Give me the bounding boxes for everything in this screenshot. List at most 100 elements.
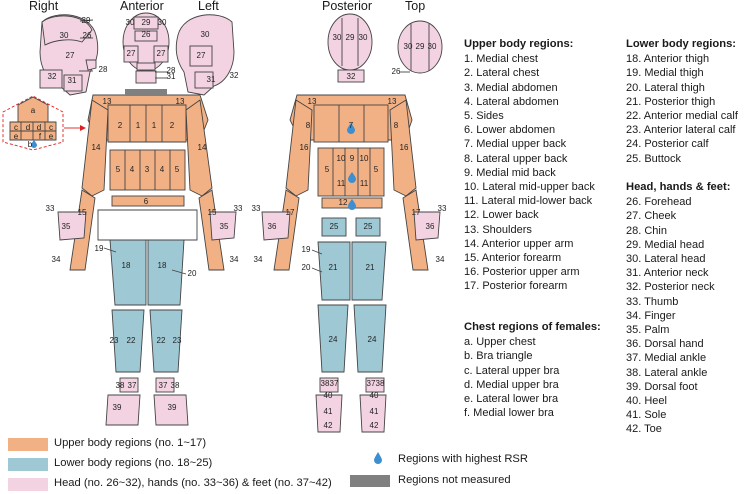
- legend-upper-text: Upper body regions (no. 1~17): [54, 437, 207, 449]
- right-head-view: [39, 14, 99, 96]
- region-number: 17: [412, 208, 421, 217]
- head-list-item: 33. Thumb: [626, 295, 679, 308]
- head-list-item: 40. Heel: [626, 395, 667, 408]
- posterior-torso: [289, 94, 413, 237]
- region-number: 30: [126, 18, 135, 27]
- region-number: 36: [426, 222, 435, 231]
- anterior-head-view: [122, 12, 170, 84]
- lower-list-item: 25. Buttock: [626, 152, 682, 165]
- upper-list-item: 1. Medial chest: [464, 53, 538, 66]
- region-number: 26: [142, 30, 151, 39]
- view-label-anterior: Anterior: [120, 0, 164, 13]
- head-list-item: 32. Posterior neck: [626, 281, 715, 294]
- region-number: 28: [99, 65, 108, 74]
- region-number: 33: [234, 204, 243, 213]
- region-number: 26: [392, 67, 401, 76]
- region-number: 24: [329, 335, 338, 344]
- rsr-markers: [31, 123, 356, 210]
- leader-lines: [79, 19, 410, 275]
- female-list-item: c. Lateral upper bra: [464, 364, 560, 377]
- region-number: 21: [329, 263, 338, 272]
- region-number: 33: [46, 204, 55, 213]
- female-list-item: b. Bra triangle: [464, 350, 533, 363]
- view-label-posterior: Posterior: [322, 0, 373, 13]
- upper-body-list-title: Upper body regions:: [464, 38, 574, 50]
- region-number: 24: [368, 335, 377, 344]
- female-chest-list: Chest regions of females: a. Upper chest…: [464, 320, 601, 420]
- region-number: 13: [176, 97, 185, 106]
- region-number: 32: [230, 71, 239, 80]
- head-list-item: 26. Forehead: [626, 196, 692, 209]
- region-number: 15: [78, 208, 87, 217]
- region-number: 41: [370, 407, 379, 416]
- region-number: 30: [359, 33, 368, 42]
- legend-swatch-upper: [8, 438, 48, 451]
- female-chest-inset: [2, 95, 86, 151]
- head-list-item: 39. Dorsal foot: [626, 380, 698, 393]
- legend-rsr-text: Regions with highest RSR: [398, 453, 528, 465]
- lower-list-item: 19. Medial thigh: [626, 67, 704, 80]
- legend-lower-text: Lower body regions (no. 18~25): [54, 457, 213, 469]
- head-list-item: 41. Sole: [626, 409, 667, 422]
- region-number: 16: [400, 143, 409, 152]
- upper-list-item: 7. Medial upper back: [464, 138, 567, 151]
- region-number: 5: [374, 165, 379, 174]
- upper-list-item: 11. Lateral mid-lower back: [464, 195, 593, 208]
- region-number: 16: [300, 143, 309, 152]
- region-number: 32: [347, 72, 356, 81]
- region-number: 38: [116, 381, 125, 390]
- region-number: 31: [167, 72, 176, 81]
- region-number: 29: [142, 18, 151, 27]
- region-number: 34: [52, 255, 61, 264]
- region-number: 27: [127, 49, 136, 58]
- region-number: 11: [360, 179, 369, 188]
- region-number: 38: [376, 379, 385, 388]
- anterior-arms: [57, 99, 237, 271]
- region-number: 14: [198, 143, 207, 152]
- lower-list-item: 24. Posterior calf: [626, 138, 709, 151]
- top-head-view: [397, 20, 443, 74]
- region-number: 42: [370, 421, 379, 430]
- region-number: 27: [66, 51, 75, 60]
- female-list-item: a. Upper chest: [464, 336, 536, 349]
- upper-list-item: 5. Sides: [464, 110, 504, 123]
- region-number: 8: [394, 121, 399, 130]
- upper-list-item: 10. Lateral mid-upper back: [464, 181, 595, 194]
- upper-list-item: 4. Lateral abdomen: [464, 95, 559, 108]
- region-number: 37: [367, 379, 376, 388]
- legend-rsr-drop-icon: [374, 452, 382, 464]
- region-number: 1: [152, 121, 157, 130]
- region-number: 18: [158, 261, 167, 270]
- region-number: 41: [324, 407, 333, 416]
- region-number: 4: [160, 165, 165, 174]
- posterior-head-view: [327, 13, 373, 83]
- view-label-left: Left: [198, 0, 219, 13]
- region-number: 10: [337, 154, 346, 163]
- legend-swatch-not-measured: [350, 475, 390, 487]
- region-number: 34: [254, 255, 263, 264]
- region-number: a: [31, 106, 36, 115]
- region-number: 13: [308, 97, 317, 106]
- head-list-item: 31. Anterior neck: [626, 267, 709, 280]
- region-number: 31: [207, 75, 216, 84]
- upper-list-item: 16. Posterior upper arm: [464, 266, 580, 279]
- region-number: 2: [170, 121, 175, 130]
- region-number: 37: [330, 379, 339, 388]
- upper-list-item: 14. Anterior upper arm: [464, 237, 574, 250]
- region-number: 27: [157, 49, 166, 58]
- region-number: 18: [122, 261, 131, 270]
- upper-list-item: 8. Lateral upper back: [464, 152, 568, 165]
- region-number: 30: [404, 42, 413, 51]
- female-chest-list-title: Chest regions of females:: [464, 321, 601, 333]
- region-number: 34: [436, 255, 445, 264]
- region-number: 22: [127, 336, 136, 345]
- region-number: c: [14, 123, 18, 132]
- region-number: 37: [128, 381, 137, 390]
- legend-swatch-lower: [8, 458, 48, 471]
- region-number: 19: [302, 245, 311, 254]
- region-number: e: [14, 132, 19, 141]
